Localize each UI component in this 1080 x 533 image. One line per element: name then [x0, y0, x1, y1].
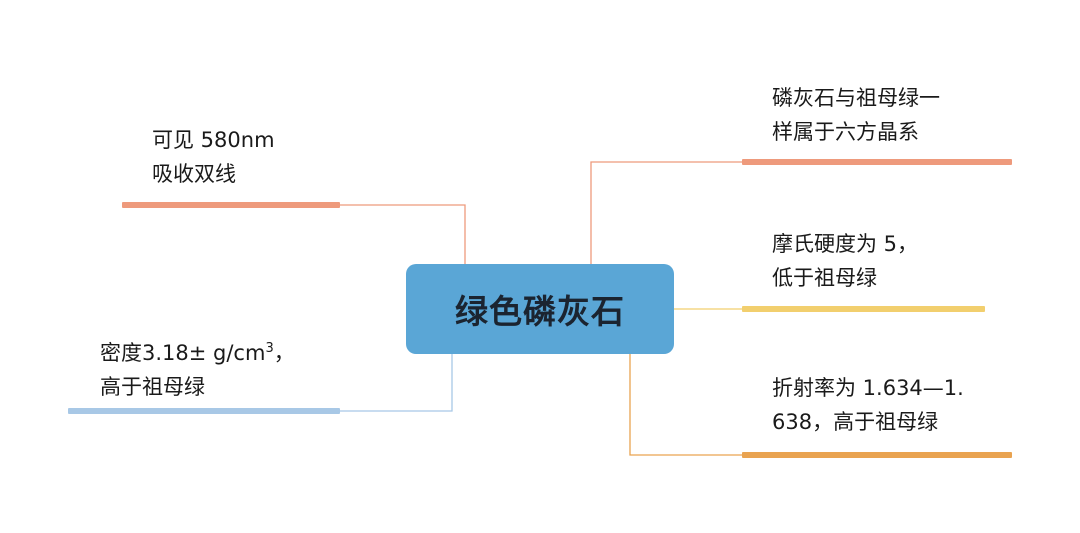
branch-right-bottom-text: 折射率为 1.634—1. 638，高于祖母绿 — [772, 371, 964, 439]
underline-right-middle — [742, 306, 985, 312]
branch-right-bottom-line2: 638，高于祖母绿 — [772, 410, 939, 434]
branch-left-top-line2: 吸收双线 — [152, 162, 236, 186]
underline-left-bottom — [68, 408, 340, 414]
branch-right-top-text: 磷灰石与祖母绿一 样属于六方晶系 — [772, 81, 940, 149]
density-value: 密度3.18± g/cm — [100, 341, 266, 365]
central-topic-label: 绿色磷灰石 — [455, 292, 625, 331]
central-topic-node[interactable]: 绿色磷灰石 — [406, 264, 674, 354]
branch-right-top-line2: 样属于六方晶系 — [772, 120, 919, 144]
branch-right-middle-text: 摩氏硬度为 5， 低于祖母绿 — [772, 227, 918, 295]
underline-right-bottom — [742, 452, 1012, 458]
underline-left-top — [122, 202, 340, 208]
branch-left-top-text: 可见 580nm 吸收双线 — [152, 123, 275, 191]
branch-left-bottom-line2: 高于祖母绿 — [100, 375, 205, 399]
underline-right-top — [742, 159, 1012, 165]
connector-right-top — [590, 161, 742, 264]
branch-right-middle-line2: 低于祖母绿 — [772, 266, 877, 290]
branch-left-bottom-line1: 密度3.18± g/cm3， — [100, 332, 295, 370]
connector-left-bottom — [340, 354, 453, 412]
branch-right-middle-line1: 摩氏硬度为 5， — [772, 232, 919, 256]
branch-left-top-line1: 可见 580nm — [152, 128, 275, 152]
branch-right-bottom-line1: 折射率为 1.634—1. — [772, 376, 964, 400]
connector-left-top — [340, 204, 466, 264]
branch-right-top-line1: 磷灰石与祖母绿一 — [772, 86, 940, 110]
branch-left-bottom-text: 密度3.18± g/cm3， 高于祖母绿 — [100, 332, 295, 404]
connector-right-bottom — [629, 354, 742, 456]
density-unit-superscript: 3 — [265, 341, 274, 356]
density-comma: ， — [273, 341, 295, 365]
